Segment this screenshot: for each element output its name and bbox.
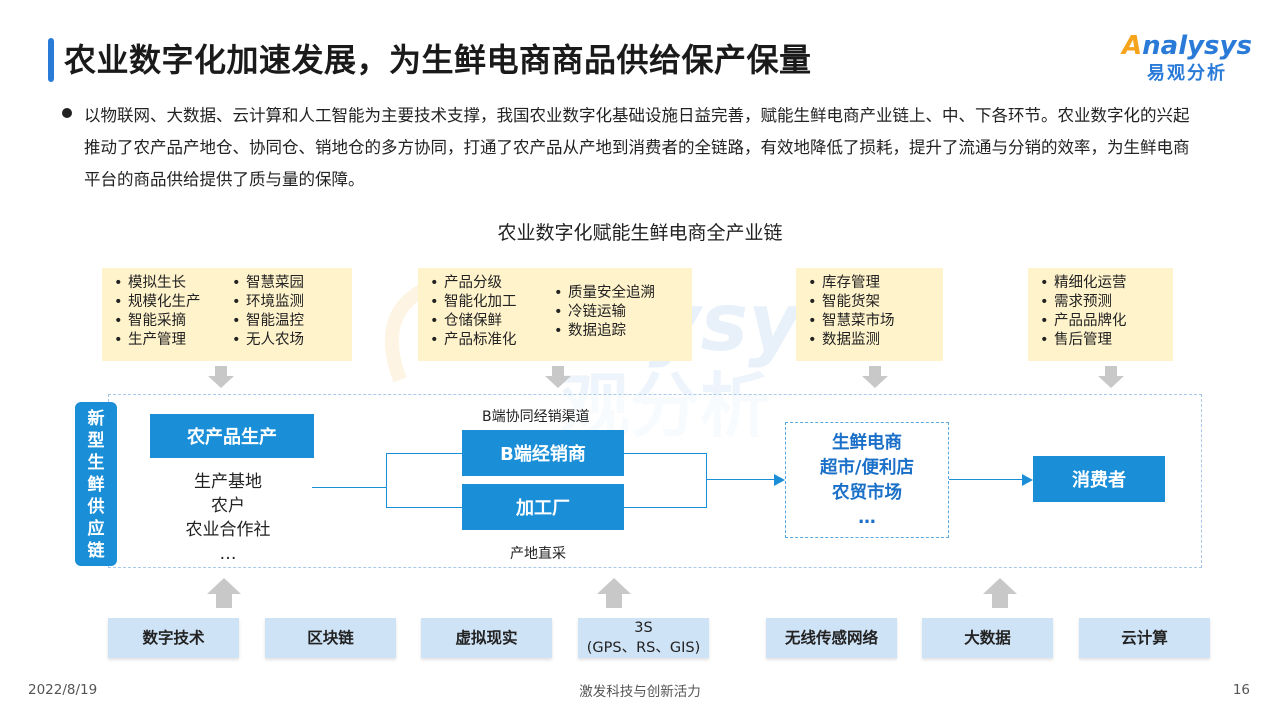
vertical-char: 链	[87, 541, 105, 561]
factory-box: 加工厂	[462, 484, 624, 530]
page-number: 16	[1232, 682, 1250, 698]
feature-item: 智能采摘	[112, 312, 230, 331]
production-item: 农业合作社	[185, 520, 271, 540]
tech-wireless-sensor: 无线传感网络	[766, 618, 897, 658]
production-items: 生产基地 农户 农业合作社 …	[160, 470, 296, 566]
feature-list: 库存管理 智能货架 智慧菜市场 数据监测	[806, 274, 895, 350]
vertical-char: 生	[87, 453, 105, 473]
vertical-char: 供	[87, 497, 105, 517]
tech-blockchain: 区块链	[265, 618, 396, 658]
channel-top-label: B端协同经销渠道	[482, 409, 590, 425]
footer-date: 2022/8/19	[28, 682, 98, 698]
logo-brand-initial: A	[1122, 31, 1143, 61]
channel-bottom-label: 产地直采	[510, 546, 566, 562]
feature-item: 产品标准化	[428, 331, 552, 350]
connector-line	[949, 479, 1025, 480]
logo-brand-rest: nalysys	[1142, 31, 1252, 61]
vertical-char: 应	[87, 519, 105, 539]
connector-line	[386, 453, 462, 454]
feature-item: 数据追踪	[552, 322, 655, 341]
vertical-char: 鲜	[87, 475, 105, 495]
feature-item: 产品分级	[428, 274, 552, 293]
down-arrow-icon	[208, 366, 234, 388]
feature-item: 精细化运营	[1038, 274, 1127, 293]
feature-list: 产品分级 智能化加工 仓储保鲜 产品标准化	[428, 274, 552, 350]
connector-line	[386, 507, 462, 508]
feature-box-consumer: 精细化运营 需求预测 产品品牌化 售后管理	[1028, 268, 1173, 361]
feature-list: 模拟生长 规模化生产 智能采摘 生产管理	[112, 274, 230, 350]
feature-item: 智慧菜园	[230, 274, 304, 293]
connector-line	[624, 507, 706, 508]
down-arrow-icon	[862, 366, 888, 388]
retail-box: 生鲜电商 超市/便利店 农贸市场 …	[785, 422, 949, 538]
tech-big-data: 大数据	[922, 618, 1053, 658]
tech-vr: 虚拟现实	[421, 618, 552, 658]
tech-3s: 3S (GPS、RS、GIS)	[578, 618, 709, 658]
feature-item: 生产管理	[112, 331, 230, 350]
feature-item: 智能化加工	[428, 293, 552, 312]
up-arrow-icon	[207, 578, 241, 608]
feature-box-retail: 库存管理 智能货架 智慧菜市场 数据监测	[796, 268, 943, 361]
diagram-title: 农业数字化赋能生鲜电商全产业链	[497, 222, 783, 244]
feature-list: 质量安全追溯 冷链运输 数据追踪	[552, 274, 655, 341]
distributor-box: B端经销商	[462, 430, 624, 476]
analysys-logo: Analysys 易观分析	[1122, 30, 1252, 94]
consumer-box: 消费者	[1033, 456, 1165, 502]
tech-cloud: 云计算	[1079, 618, 1210, 658]
logo-brand-cn: 易观分析	[1147, 63, 1227, 84]
up-arrow-icon	[983, 578, 1017, 608]
new-supply-chain-label: 新 型 生 鲜 供 应 链	[75, 402, 117, 566]
feature-item: 质量安全追溯	[552, 284, 655, 303]
retail-item: 超市/便利店	[820, 458, 914, 478]
feature-item: 产品品牌化	[1038, 312, 1127, 331]
feature-item: 冷链运输	[552, 303, 655, 322]
feature-item: 无人农场	[230, 331, 304, 350]
feature-item: 售后管理	[1038, 331, 1127, 350]
production-item: 农户	[211, 496, 245, 516]
feature-item: 仓储保鲜	[428, 312, 552, 331]
feature-item: 数据监测	[806, 331, 895, 350]
feature-box-production: 模拟生长 规模化生产 智能采摘 生产管理 智慧菜园 环境监测 智能温控 无人农场	[102, 268, 352, 361]
intro-paragraph: 以物联网、大数据、云计算和人工智能为主要技术支撑，我国农业数字化基础设施日益完善…	[84, 106, 1190, 189]
connector-line	[706, 453, 707, 508]
connector-line	[312, 487, 386, 488]
feature-item: 需求预测	[1038, 293, 1127, 312]
feature-item: 环境监测	[230, 293, 304, 312]
connector-line	[624, 453, 706, 454]
feature-list: 智慧菜园 环境监测 智能温控 无人农场	[230, 274, 304, 350]
page-title: 农业数字化加速发展，为生鲜电商商品供给保产保量	[64, 41, 812, 79]
down-arrow-icon	[1098, 366, 1124, 388]
logo-brand: Analysys	[1122, 30, 1252, 62]
bullet-dot-icon	[62, 108, 72, 118]
feature-item: 智慧菜市场	[806, 312, 895, 331]
arrow-right-icon	[774, 474, 785, 486]
feature-item: 规模化生产	[112, 293, 230, 312]
feature-item: 智能温控	[230, 312, 304, 331]
feature-box-processing: 产品分级 智能化加工 仓储保鲜 产品标准化 质量安全追溯 冷链运输 数据追踪	[418, 268, 692, 361]
up-arrow-icon	[597, 578, 631, 608]
production-box: 农产品生产	[150, 414, 314, 458]
retail-item: 生鲜电商	[832, 433, 902, 453]
vertical-char: 型	[87, 431, 105, 451]
feature-item: 智能货架	[806, 293, 895, 312]
connector-line	[706, 479, 778, 480]
retail-item: …	[858, 508, 876, 528]
vertical-char: 新	[87, 409, 105, 429]
connector-line	[386, 453, 387, 508]
feature-item: 模拟生长	[112, 274, 230, 293]
production-item: 生产基地	[194, 472, 262, 492]
feature-list: 精细化运营 需求预测 产品品牌化 售后管理	[1038, 274, 1127, 350]
tech-digital: 数字技术	[108, 618, 239, 658]
feature-item: 库存管理	[806, 274, 895, 293]
title-accent-bar	[48, 38, 54, 82]
footer-slogan: 激发科技与创新活力	[579, 684, 701, 700]
arrow-right-icon	[1022, 474, 1033, 486]
retail-item: 农贸市场	[832, 483, 902, 503]
down-arrow-icon	[545, 366, 571, 388]
production-item: …	[219, 544, 237, 564]
